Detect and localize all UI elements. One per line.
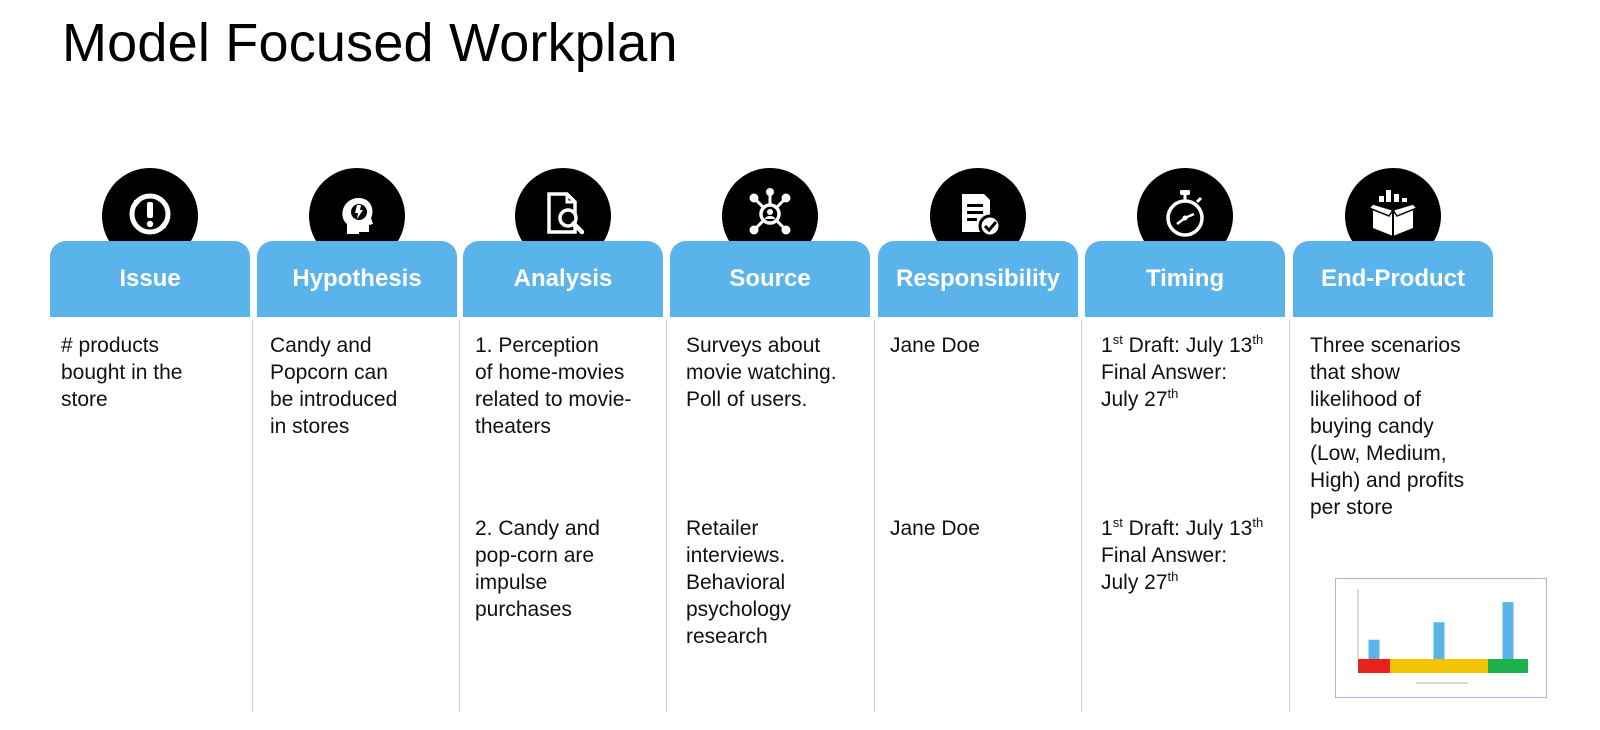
- header-hypothesis: Hypothesis: [257, 241, 457, 317]
- column-source: Source: [670, 168, 870, 713]
- scenario-chart: [1357, 589, 1528, 684]
- column-divider: [252, 320, 253, 712]
- column-hypothesis: Hypothesis: [257, 168, 457, 713]
- chart-x-label-mark: [1416, 682, 1468, 684]
- column-timing: Timing: [1085, 168, 1285, 713]
- bar-low: [1368, 639, 1380, 659]
- timing-row-2: 1st Draft: July 13th Final Answer: July …: [1101, 515, 1264, 594]
- timing-row-1: 1st Draft: July 13th Final Answer: July …: [1101, 332, 1264, 411]
- header-analysis: Analysis: [463, 241, 663, 317]
- category-band-high: [1488, 659, 1528, 673]
- page-title: Model Focused Workplan: [62, 13, 678, 73]
- header-source: Source: [670, 241, 870, 317]
- column-responsibility: Responsibility: [878, 168, 1078, 713]
- header-responsibility: Responsibility: [878, 241, 1078, 317]
- header-end-product: End-Product: [1293, 241, 1493, 317]
- bar-high: [1502, 602, 1514, 659]
- header-issue: Issue: [50, 241, 250, 317]
- responsibility-row-1: Jane Doe: [890, 334, 980, 357]
- column-divider: [666, 320, 667, 712]
- column-divider: [874, 320, 875, 712]
- responsibility-row-2: Jane Doe: [890, 517, 980, 540]
- column-analysis: Analysis: [463, 168, 663, 713]
- bar-medium: [1433, 622, 1445, 659]
- category-band-low: [1358, 659, 1390, 673]
- header-timing: Timing: [1085, 241, 1285, 317]
- column-divider: [459, 320, 460, 712]
- category-band-medium: [1390, 659, 1488, 673]
- column-end-product: End-Product: [1293, 168, 1493, 713]
- scenario-chart-thumbnail: [1335, 578, 1547, 698]
- column-divider: [1081, 320, 1082, 712]
- column-issue: Issue: [50, 168, 250, 713]
- column-divider: [1289, 320, 1290, 712]
